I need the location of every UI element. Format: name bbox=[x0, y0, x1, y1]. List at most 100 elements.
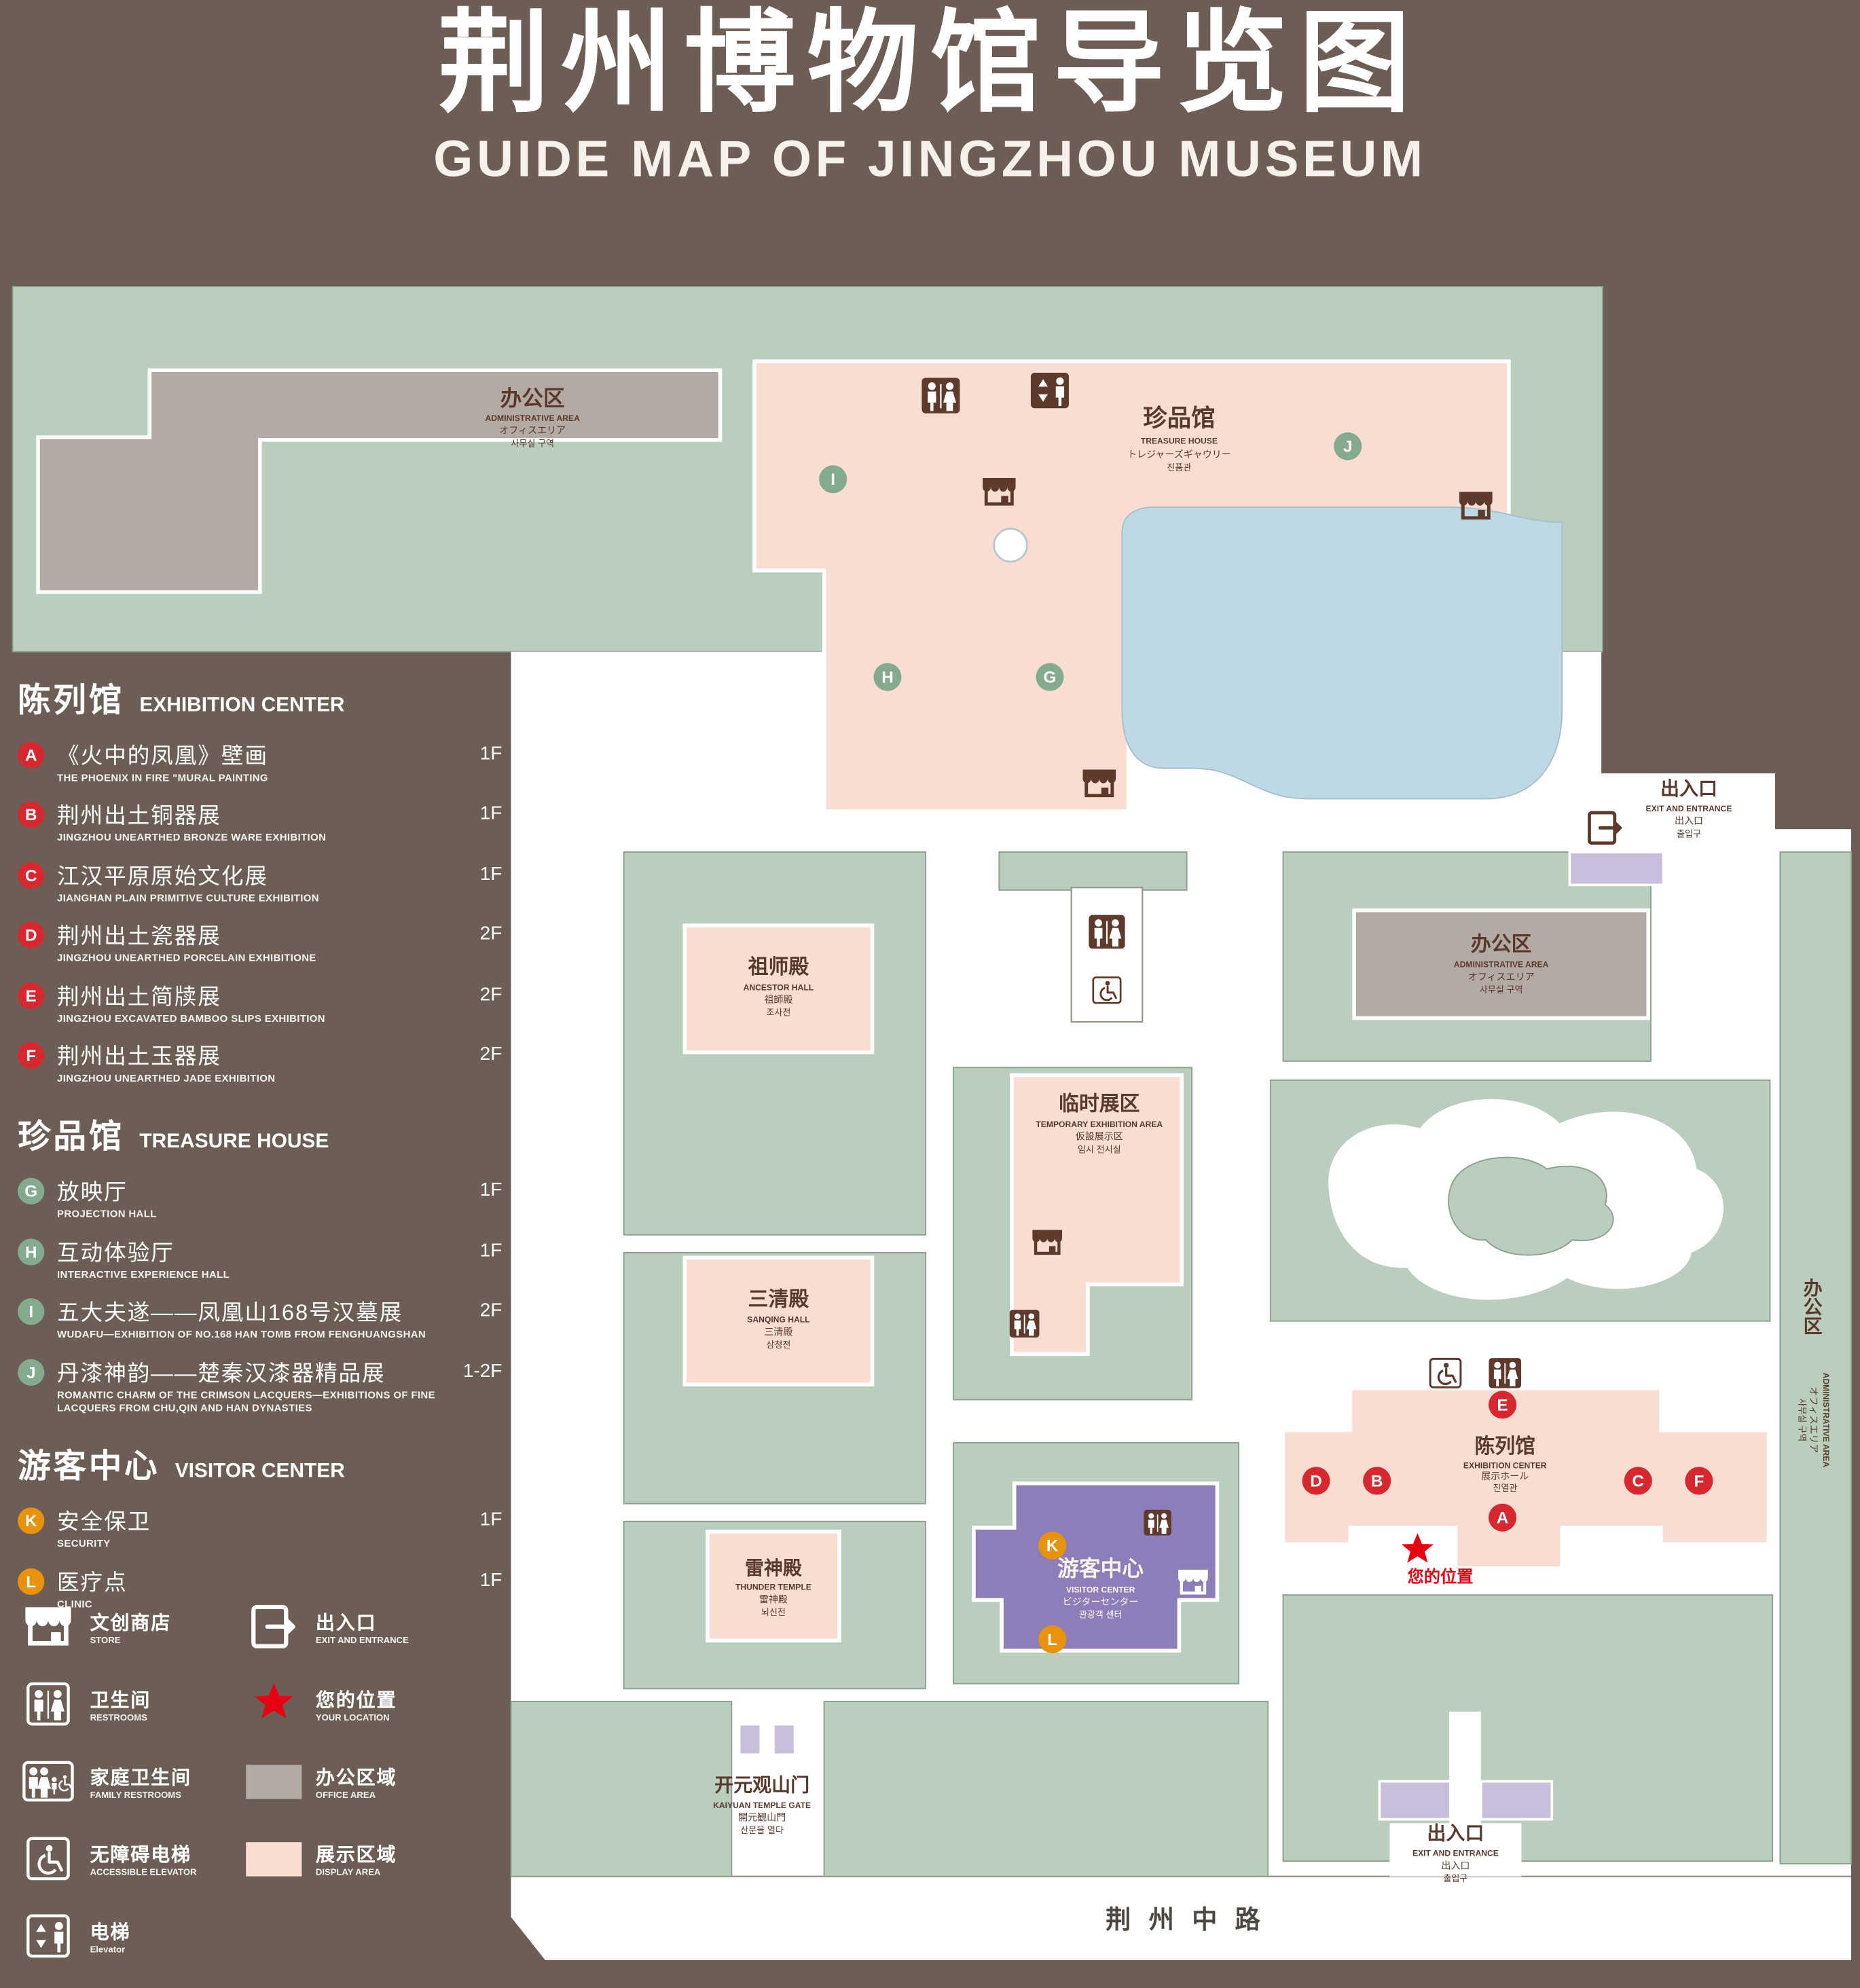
item-name-zh: 安全保卫 bbox=[57, 1509, 151, 1534]
family-restroom-icon bbox=[18, 1757, 79, 1805]
en-line: TEMPORARY EXHIBITION AREA bbox=[1036, 1120, 1163, 1129]
item-floor: 1F bbox=[479, 803, 503, 825]
item-name-en: INTERACTIVE EXPERIENCE HALL bbox=[57, 1268, 230, 1281]
jp-line: 祖師殿 bbox=[764, 994, 792, 1005]
legend-item-e: E 荆州出土简牍展 JINGZHOU EXCAVATED BAMBOO SLIPS… bbox=[18, 980, 502, 1026]
treasure-house-building bbox=[752, 359, 1511, 813]
zh-line: 珍品馆 bbox=[1143, 404, 1215, 431]
legend-symbol-elevator: 电梯 Elevator bbox=[18, 1912, 231, 1960]
symbol-zh: 电梯 bbox=[90, 1921, 131, 1943]
marker-badge: G bbox=[18, 1178, 45, 1205]
item-floor: 1F bbox=[479, 1569, 503, 1591]
section-title-en: EXHIBITION CENTER bbox=[139, 695, 345, 717]
svg-text:L: L bbox=[1047, 1631, 1057, 1649]
symbol-en: DISPLAY AREA bbox=[315, 1868, 381, 1877]
map-marker-f: F bbox=[1685, 1467, 1713, 1495]
kr-line: 뇌신전 bbox=[761, 1607, 786, 1617]
jp-line: 開元観山門 bbox=[738, 1811, 786, 1822]
restrooms-icon bbox=[1144, 1509, 1171, 1536]
marker-badge: I bbox=[18, 1298, 45, 1325]
zh-line: 开元观山门 bbox=[714, 1774, 809, 1795]
item-name-en: WUDAFU—EXHIBITION OF NO.168 HAN TOMB FRO… bbox=[57, 1329, 426, 1340]
item-floor: 2F bbox=[479, 983, 503, 1005]
section-title-zh: 陈列馆 bbox=[18, 680, 125, 719]
en-line: SANQING HALL bbox=[747, 1315, 810, 1325]
section-title-zh: 珍品馆 bbox=[18, 1117, 125, 1156]
zh-line: 陈列馆 bbox=[1474, 1435, 1535, 1458]
section-title-zh: 游客中心 bbox=[18, 1447, 160, 1486]
legend-section-exhibition-center: 陈列馆 EXHIBITION CENTER bbox=[18, 674, 502, 721]
fountain bbox=[993, 528, 1028, 563]
svg-text:J: J bbox=[1343, 438, 1352, 456]
svg-text:K: K bbox=[1046, 1537, 1059, 1556]
item-name-zh: 荆州出土简牍展 bbox=[57, 983, 221, 1009]
label-admin-area-far-east: 办公区 ADMINISTRATIVE AREA オフィスエリア 사무실 구역 bbox=[1797, 1278, 1830, 1467]
symbol-en: RESTROOMS bbox=[90, 1713, 147, 1723]
marker-badge: A bbox=[18, 741, 45, 769]
far-east-admin-strip bbox=[1779, 851, 1852, 1864]
svg-text:C: C bbox=[1633, 1472, 1645, 1490]
map-marker-j: J bbox=[1334, 432, 1362, 460]
map-marker-k: K bbox=[1038, 1531, 1067, 1560]
kr-line: 출입구 bbox=[1677, 828, 1701, 839]
item-floor: 2F bbox=[479, 923, 503, 945]
label-temporary-exhibition: 临时展区 TEMPORARY EXHIBITION AREA 仮設展示区 임시 … bbox=[1036, 1092, 1163, 1155]
symbol-zh: 办公区域 bbox=[315, 1767, 397, 1788]
item-name-zh: 五大夫遂——凤凰山168号汉墓展 bbox=[57, 1300, 403, 1325]
garden-island bbox=[1448, 1156, 1614, 1256]
ancestor-hall-building bbox=[682, 923, 875, 1054]
item-name-en: JINGZHOU EXCAVATED BAMBOO SLIPS EXHIBITI… bbox=[57, 1012, 325, 1024]
east-gatehouse bbox=[1568, 850, 1665, 887]
jp-line: 雷神殿 bbox=[759, 1594, 788, 1604]
marker-badge: E bbox=[18, 982, 45, 1009]
south-exit-apron bbox=[1389, 1823, 1522, 1877]
symbol-zh: 文创商店 bbox=[90, 1612, 172, 1634]
svg-text:F: F bbox=[1694, 1472, 1704, 1490]
en-line: ADMINISTRATIVE AREA bbox=[1454, 960, 1549, 970]
item-name-zh: 荆州出土瓷器展 bbox=[57, 923, 221, 949]
kr-line: 관광객 센터 bbox=[1079, 1610, 1123, 1620]
zh-line: 祖师殿 bbox=[748, 956, 809, 978]
map-marker-c: C bbox=[1624, 1467, 1652, 1495]
admin-building-east bbox=[1352, 908, 1651, 1020]
item-floor: 1F bbox=[479, 863, 503, 885]
item-floor: 1-2F bbox=[462, 1359, 503, 1382]
item-floor: 1F bbox=[479, 1509, 503, 1531]
store-icon bbox=[18, 1602, 79, 1651]
label-thunder-temple: 雷神殿 THUNDER TEMPLE 雷神殿 뇌신전 bbox=[735, 1558, 812, 1617]
display-area-swatch bbox=[243, 1835, 304, 1883]
restrooms-icon bbox=[1489, 1358, 1522, 1388]
south-lawn-west bbox=[510, 1700, 733, 1877]
marker-badge: J bbox=[18, 1358, 45, 1386]
marker-badge: H bbox=[18, 1238, 45, 1266]
marker-badge: L bbox=[18, 1568, 45, 1595]
legend-symbol-restrooms: 卫生间 RESTROOMS bbox=[18, 1680, 231, 1728]
jp-line: オフィスエリア bbox=[499, 425, 566, 436]
pond bbox=[1121, 506, 1563, 800]
section-title-en: VISITOR CENTER bbox=[175, 1460, 345, 1483]
elevator-icon bbox=[1030, 372, 1069, 409]
item-name-en: ROMANTIC CHARM OF THE CRIMSON LACQUERS—E… bbox=[57, 1388, 435, 1414]
symbol-en: Elevator bbox=[90, 1945, 126, 1955]
jp-line: 出入口 bbox=[1675, 815, 1703, 826]
temporary-exhibition-building bbox=[1010, 1073, 1184, 1357]
item-name-zh: 丹漆神韵——楚秦汉漆器精品展 bbox=[57, 1359, 386, 1386]
symbol-zh: 卫生间 bbox=[90, 1689, 151, 1711]
label-your-location: 您的位置 bbox=[1407, 1567, 1473, 1586]
kr-line: 임시 전시실 bbox=[1078, 1144, 1121, 1154]
item-name-zh: 《火中的凤凰》壁画 bbox=[57, 743, 268, 769]
map-marker-e: E bbox=[1488, 1391, 1517, 1419]
en-line: THUNDER TEMPLE bbox=[735, 1583, 812, 1592]
legend-section-visitor-center: 游客中心 VISITOR CENTER bbox=[18, 1441, 502, 1488]
en-line: ADMINISTRATIVE AREA bbox=[1821, 1373, 1831, 1468]
symbol-zh: 无障碍电梯 bbox=[90, 1843, 192, 1866]
elevator-icon bbox=[18, 1912, 79, 1960]
